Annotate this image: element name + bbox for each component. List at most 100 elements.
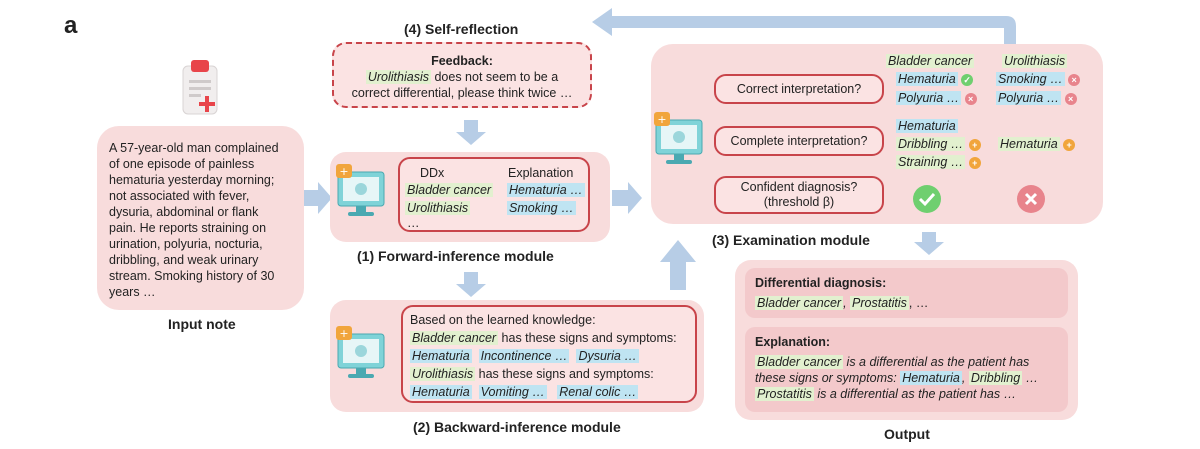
forward-output-bubble: DDx Explanation Bladder cancer Hematuria… bbox=[398, 157, 590, 232]
plus-icon: + bbox=[1063, 138, 1076, 151]
output-title: Output bbox=[884, 426, 930, 442]
input-note-line: dysuria, abdominal or flank bbox=[109, 205, 259, 219]
output-ddx-box: Differential diagnosis: Bladder cancer , … bbox=[745, 268, 1068, 318]
check-icon: ✓ bbox=[961, 73, 974, 86]
cross-icon: × bbox=[964, 92, 977, 105]
backward-disease-2: Urolithiasis bbox=[410, 367, 476, 381]
cross-icon: × bbox=[1064, 92, 1077, 105]
question-confident: Confident diagnosis? (threshold β) bbox=[714, 176, 884, 214]
feedback-label: Feedback: bbox=[431, 54, 493, 68]
arrow-examination-to-output bbox=[914, 232, 944, 255]
feedback-line-1: Urolithiasis does not seem to be a bbox=[334, 69, 590, 85]
output-explanation-symptom: Hematuria bbox=[900, 371, 962, 385]
svg-text:+: + bbox=[657, 113, 666, 126]
input-note-line: A 57-year-old man complained bbox=[109, 141, 279, 155]
exam-symptom: Straining … bbox=[896, 155, 966, 169]
symptom-tag: Hematuria bbox=[410, 385, 472, 399]
output-explanation-term: Bladder cancer bbox=[755, 355, 844, 369]
backward-line-4-rest: has these signs and symptoms: bbox=[475, 367, 654, 381]
arrow-forward-to-examination bbox=[612, 182, 642, 214]
input-note-line: hematuria yesterday morning; bbox=[109, 173, 275, 187]
ai-computer-icon-forward: + bbox=[336, 164, 392, 220]
confident-check-icon bbox=[912, 184, 942, 214]
output-explanation-rest: is a differential as the patient has … bbox=[813, 387, 1017, 401]
col-ddx-header: DDx bbox=[420, 166, 445, 180]
cross-icon: × bbox=[1068, 73, 1081, 86]
ddx-item: Urolithiasis bbox=[405, 201, 471, 215]
exam-symptom: Hematuria bbox=[896, 119, 958, 133]
arrow-backward-to-examination bbox=[660, 240, 696, 290]
input-note-line: urination, polyuria, nocturia, bbox=[109, 237, 263, 251]
input-note-line: of one episode of painless bbox=[109, 157, 255, 171]
arrow-input-to-forward bbox=[298, 182, 332, 214]
exam-col-header: Bladder cancer bbox=[886, 54, 975, 68]
question-confident-line2: (threshold β) bbox=[763, 195, 835, 209]
input-note-line: pain. He reports straining on bbox=[109, 221, 267, 235]
examination-module-title: (3) Examination module bbox=[712, 232, 870, 248]
input-note-title: Input note bbox=[168, 316, 236, 332]
output-ddx-rest: , … bbox=[908, 296, 929, 310]
symptom-tag: Vomiting … bbox=[478, 385, 547, 399]
col-explanation-header: Explanation bbox=[508, 166, 574, 180]
feedback-rest: does not seem to be a bbox=[430, 70, 559, 84]
input-note-line: stream. Smoking history of 30 bbox=[109, 269, 275, 283]
feedback-line-2: correct differential, please think twice… bbox=[351, 86, 573, 100]
ai-computer-icon-backward: + bbox=[336, 326, 392, 382]
arrow-reflection-to-forward bbox=[456, 120, 486, 145]
question-confident-line1: Confident diagnosis? bbox=[740, 180, 858, 194]
expl-item: Hematuria … bbox=[507, 183, 585, 197]
feedback-box: Feedback: Urolithiasis does not seem to … bbox=[332, 42, 592, 108]
arrow-forward-to-backward bbox=[456, 272, 486, 297]
output-explanation-term: Prostatitis bbox=[755, 387, 814, 401]
output-explanation-ellipsis: … bbox=[1022, 371, 1039, 385]
self-reflection-title: (4) Self-reflection bbox=[404, 21, 519, 37]
svg-text:+: + bbox=[339, 165, 348, 178]
output-explanation-symptom: Dribbling bbox=[968, 371, 1023, 385]
clipboard-icon bbox=[180, 60, 220, 116]
ddx-item: Bladder cancer bbox=[405, 183, 494, 197]
not-confident-cross-icon bbox=[1016, 184, 1046, 214]
symptom-tag: Hematuria bbox=[410, 349, 472, 363]
input-note-line: not associated with fever, bbox=[109, 189, 250, 203]
feedback-term: Urolithiasis bbox=[365, 70, 431, 84]
backward-line-1: Based on the learned knowledge: bbox=[410, 313, 596, 327]
backward-disease-1: Bladder cancer bbox=[410, 331, 499, 345]
output-ddx-item: Prostatitis bbox=[850, 296, 909, 310]
output-explanation-rest: is a differential as the patient has bbox=[843, 355, 1030, 369]
ai-computer-icon-examination: + bbox=[654, 112, 710, 168]
exam-symptom: Hematuria bbox=[896, 72, 958, 86]
plus-icon: + bbox=[968, 156, 981, 169]
plus-icon: + bbox=[968, 138, 981, 151]
exam-col-header: Urolithiasis bbox=[1002, 54, 1068, 68]
panel-label: a bbox=[64, 12, 78, 39]
forward-module-title: (1) Forward-inference module bbox=[357, 248, 554, 264]
exam-symptom: Dribbling … bbox=[896, 137, 966, 151]
symptom-tag: Dysuria … bbox=[576, 349, 639, 363]
svg-text:+: + bbox=[339, 327, 348, 340]
symptom-tag: Renal colic … bbox=[557, 385, 639, 399]
exam-symptom: Polyuria … bbox=[896, 91, 962, 105]
output-explanation-label: Explanation: bbox=[755, 335, 831, 349]
backward-module-title: (2) Backward-inference module bbox=[413, 419, 621, 435]
exam-symptom: Polyuria … bbox=[996, 91, 1062, 105]
backward-line-2-rest: has these signs and symptoms: bbox=[498, 331, 677, 345]
input-note-line: dribbling, and weak urinary bbox=[109, 253, 259, 267]
output-explanation-box: Explanation: Bladder cancer is a differe… bbox=[745, 327, 1068, 412]
arrow-examination-to-reflection bbox=[592, 8, 1016, 50]
input-note-box: A 57-year-old man complained of one episo… bbox=[97, 126, 304, 310]
output-ddx-item: Bladder cancer bbox=[755, 296, 844, 310]
question-correct: Correct interpretation? bbox=[714, 74, 884, 104]
exam-symptom: Hematuria bbox=[998, 137, 1060, 151]
question-complete: Complete interpretation? bbox=[714, 126, 884, 156]
expl-item: Smoking … bbox=[507, 201, 576, 215]
input-note-text: A 57-year-old man complained of one episo… bbox=[109, 140, 304, 300]
symptom-tag: Incontinence … bbox=[478, 349, 570, 363]
output-ddx-label: Differential diagnosis: bbox=[755, 276, 887, 290]
ddx-item: … bbox=[407, 216, 420, 230]
output-explanation-pre: these signs or symptoms: bbox=[755, 371, 901, 385]
exam-symptom: Smoking … bbox=[996, 72, 1065, 86]
input-note-line: years … bbox=[109, 285, 156, 299]
backward-output-bubble: Based on the learned knowledge: Bladder … bbox=[401, 305, 697, 403]
